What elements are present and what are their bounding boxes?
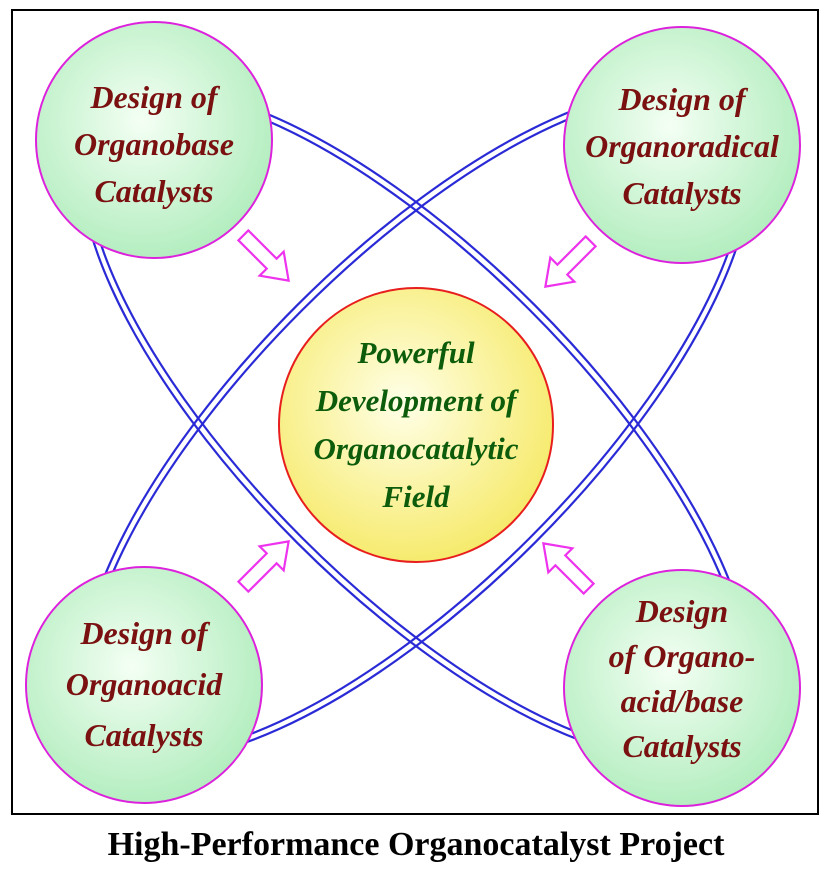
center-circle-shape <box>278 287 554 563</box>
node-text-line: Organoradical <box>585 128 779 164</box>
center-text-line: Powerful <box>356 335 475 370</box>
node-text-line: Design of <box>79 615 210 651</box>
node-circle <box>25 566 263 804</box>
arrow-organo-acid-base <box>542 542 596 596</box>
node-text-line: Organobase <box>74 126 234 162</box>
node-text-line: Catalysts <box>94 173 213 209</box>
node-text-line: Catalysts <box>84 717 203 753</box>
center-text-line: Organocatalytic <box>314 431 519 466</box>
node-text-line: Organoacid <box>66 666 223 702</box>
node-text-line: of Organo- <box>609 638 756 674</box>
center-text-line: Development of <box>315 383 519 418</box>
node-circle <box>563 26 801 264</box>
node-text-line: Design of <box>89 79 220 115</box>
node-circle <box>563 569 801 807</box>
flow-arrows <box>236 228 598 596</box>
node-text-line: acid/base <box>621 683 744 719</box>
arrow-organoacid <box>236 540 290 594</box>
center-text-line: Field <box>381 479 450 514</box>
node-text-line: Design <box>635 593 728 629</box>
arrow-organoradical <box>544 234 598 288</box>
node-text-line: Catalysts <box>622 175 741 211</box>
node-text-line: Design of <box>617 81 748 117</box>
node-circle <box>35 21 273 259</box>
node-text-line: Catalysts <box>622 728 741 764</box>
figure-caption: High-Performance Organocatalyst Project <box>107 826 725 863</box>
arrow-organobase <box>236 228 290 282</box>
